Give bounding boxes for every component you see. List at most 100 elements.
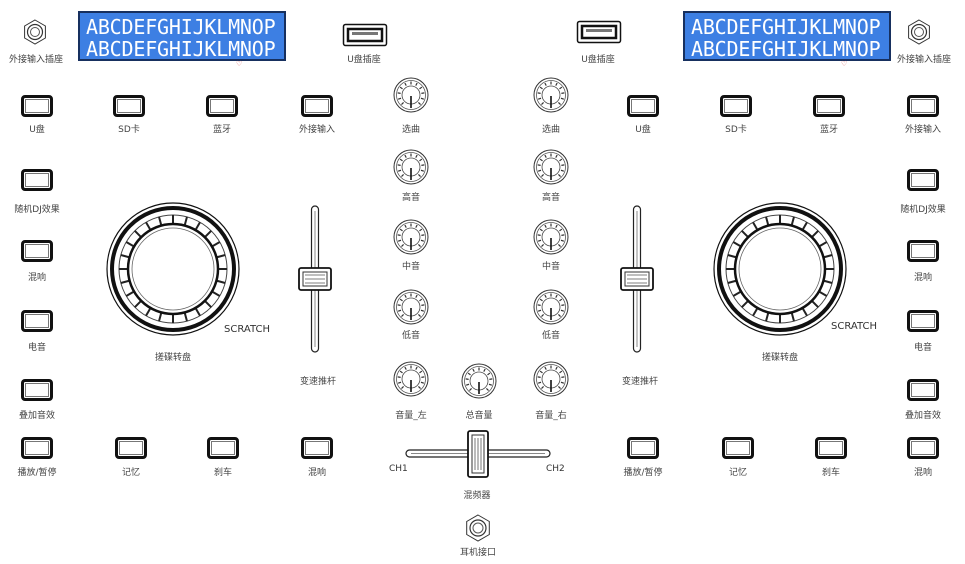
left-button-sd[interactable] bbox=[113, 95, 145, 117]
right-scratch-text: SCRATCH bbox=[831, 321, 877, 332]
left-button-reverb-label: 混响 bbox=[27, 273, 47, 283]
ch1-label: CH1 bbox=[389, 464, 408, 474]
left-lcd-display: ABCDEFGHIJKLMNOP ABCDEFGHIJKLMNOP bbox=[78, 11, 286, 61]
right-lcd-line-2: ABCDEFGHIJKLMNOP bbox=[691, 37, 881, 61]
left-jog-wheel-icon[interactable] bbox=[106, 202, 240, 336]
left-button-memory[interactable] bbox=[115, 437, 147, 459]
left-low-label: 低音 bbox=[401, 331, 421, 341]
right-low-label: 低音 bbox=[541, 331, 561, 341]
right-mid-label: 中音 bbox=[541, 262, 561, 272]
left-volume-knob-icon[interactable] bbox=[393, 361, 429, 397]
left-button-play-pause[interactable] bbox=[21, 437, 53, 459]
left-aux-jack-label: 外接输入插座 bbox=[8, 55, 64, 65]
right-pitch-fader-icon[interactable] bbox=[620, 205, 654, 355]
right-button-random-dj-effect-label: 随机DJ效果 bbox=[900, 205, 946, 215]
right-jog-wheel-icon[interactable] bbox=[713, 202, 847, 336]
left-button-sd-label: SD卡 bbox=[118, 125, 140, 135]
left-aux-jack-icon[interactable] bbox=[23, 19, 47, 45]
right-track-select-knob-icon[interactable] bbox=[533, 77, 569, 113]
right-button-bluetooth-label: 蓝牙 bbox=[819, 125, 839, 135]
right-button-aux-input-label: 外接输入 bbox=[904, 125, 942, 135]
right-button-reverb-2[interactable] bbox=[907, 437, 939, 459]
right-button-play-pause[interactable] bbox=[627, 437, 659, 459]
right-button-usb[interactable] bbox=[627, 95, 659, 117]
left-jog-wheel-label: 搓碟转盘 bbox=[154, 353, 192, 363]
left-button-overlay-effect[interactable] bbox=[21, 379, 53, 401]
left-button-bluetooth[interactable] bbox=[206, 95, 238, 117]
left-button-brake-label: 刹车 bbox=[213, 468, 233, 478]
right-button-overlay-effect-label: 叠加音效 bbox=[904, 411, 942, 421]
left-button-bluetooth-label: 蓝牙 bbox=[212, 125, 232, 135]
ch2-label: CH2 bbox=[546, 464, 565, 474]
right-button-bluetooth[interactable] bbox=[813, 95, 845, 117]
right-button-reverb[interactable] bbox=[907, 240, 939, 262]
right-lcd-display: ABCDEFGHIJKLMNOP ABCDEFGHIJKLMNOP bbox=[683, 11, 891, 61]
left-high-knob-icon[interactable] bbox=[393, 149, 429, 185]
left-high-label: 高音 bbox=[401, 193, 421, 203]
right-button-sd-label: SD卡 bbox=[725, 125, 747, 135]
left-track-select-label: 选曲 bbox=[401, 125, 421, 135]
left-button-random-dj-effect[interactable] bbox=[21, 169, 53, 191]
right-lcd-line-1: ABCDEFGHIJKLMNOP bbox=[691, 15, 881, 39]
right-aux-jack-icon[interactable] bbox=[907, 19, 931, 45]
left-button-brake[interactable] bbox=[207, 437, 239, 459]
right-button-reverb-2-label: 混响 bbox=[913, 468, 933, 478]
left-button-random-dj-effect-label: 随机DJ效果 bbox=[14, 205, 60, 215]
left-track-select-knob-icon[interactable] bbox=[393, 77, 429, 113]
left-button-overlay-effect-label: 叠加音效 bbox=[18, 411, 56, 421]
right-aux-jack-label: 外接输入插座 bbox=[896, 55, 952, 65]
left-button-play-pause-label: 播放/暂停 bbox=[17, 468, 57, 478]
right-usb-port-icon[interactable] bbox=[576, 20, 622, 44]
left-button-usb-label: U盘 bbox=[29, 125, 45, 135]
master-volume-label: 总音量 bbox=[465, 411, 493, 421]
left-button-usb[interactable] bbox=[21, 95, 53, 117]
left-mid-knob-icon[interactable] bbox=[393, 219, 429, 255]
right-button-memory-label: 记忆 bbox=[728, 468, 748, 478]
right-jog-wheel-label: 搓碟转盘 bbox=[761, 353, 799, 363]
right-volume-label: 音量_右 bbox=[535, 411, 567, 421]
left-low-knob-icon[interactable] bbox=[393, 289, 429, 325]
left-lcd-line-1: ABCDEFGHIJKLMNOP bbox=[86, 15, 276, 39]
left-button-reverb-2-label: 混响 bbox=[307, 468, 327, 478]
right-button-aux-input[interactable] bbox=[907, 95, 939, 117]
headphone-jack-label: 耳机接口 bbox=[459, 548, 497, 558]
master-volume-knob-icon[interactable] bbox=[461, 363, 497, 399]
right-button-play-pause-label: 播放/暂停 bbox=[623, 468, 663, 478]
left-usb-port-label: U盘插座 bbox=[347, 55, 381, 65]
left-button-aux-input[interactable] bbox=[301, 95, 333, 117]
right-button-brake[interactable] bbox=[815, 437, 847, 459]
left-button-reverb-2[interactable] bbox=[301, 437, 333, 459]
left-button-reverb[interactable] bbox=[21, 240, 53, 262]
right-button-electro[interactable] bbox=[907, 310, 939, 332]
right-button-sd[interactable] bbox=[720, 95, 752, 117]
left-pitch-fader-icon[interactable] bbox=[298, 205, 332, 355]
right-lcd-mark: ♡ bbox=[841, 60, 848, 68]
right-pitch-fader-label: 变速推杆 bbox=[621, 377, 659, 387]
right-button-brake-label: 刹车 bbox=[821, 468, 841, 478]
right-button-reverb-label: 混响 bbox=[913, 273, 933, 283]
left-volume-label: 音量_左 bbox=[395, 411, 427, 421]
left-button-electro[interactable] bbox=[21, 310, 53, 332]
right-button-memory[interactable] bbox=[722, 437, 754, 459]
left-mid-label: 中音 bbox=[401, 262, 421, 272]
right-button-overlay-effect[interactable] bbox=[907, 379, 939, 401]
right-track-select-label: 选曲 bbox=[541, 125, 561, 135]
crossfader-label: 混频器 bbox=[463, 491, 491, 501]
left-button-aux-input-label: 外接输入 bbox=[298, 125, 336, 135]
crossfader-icon[interactable] bbox=[405, 430, 551, 478]
left-scratch-text: SCRATCH bbox=[224, 324, 270, 335]
right-mid-knob-icon[interactable] bbox=[533, 219, 569, 255]
right-volume-knob-icon[interactable] bbox=[533, 361, 569, 397]
right-button-electro-label: 电音 bbox=[913, 343, 933, 353]
right-usb-port-label: U盘插座 bbox=[581, 55, 615, 65]
left-usb-port-icon[interactable] bbox=[342, 23, 388, 47]
headphone-jack-icon[interactable] bbox=[465, 514, 491, 542]
left-button-electro-label: 电音 bbox=[27, 343, 47, 353]
left-lcd-mark: ♡ bbox=[236, 60, 243, 68]
left-button-memory-label: 记忆 bbox=[121, 468, 141, 478]
right-low-knob-icon[interactable] bbox=[533, 289, 569, 325]
left-lcd-line-2: ABCDEFGHIJKLMNOP bbox=[86, 37, 276, 61]
right-high-label: 高音 bbox=[541, 193, 561, 203]
right-high-knob-icon[interactable] bbox=[533, 149, 569, 185]
right-button-random-dj-effect[interactable] bbox=[907, 169, 939, 191]
